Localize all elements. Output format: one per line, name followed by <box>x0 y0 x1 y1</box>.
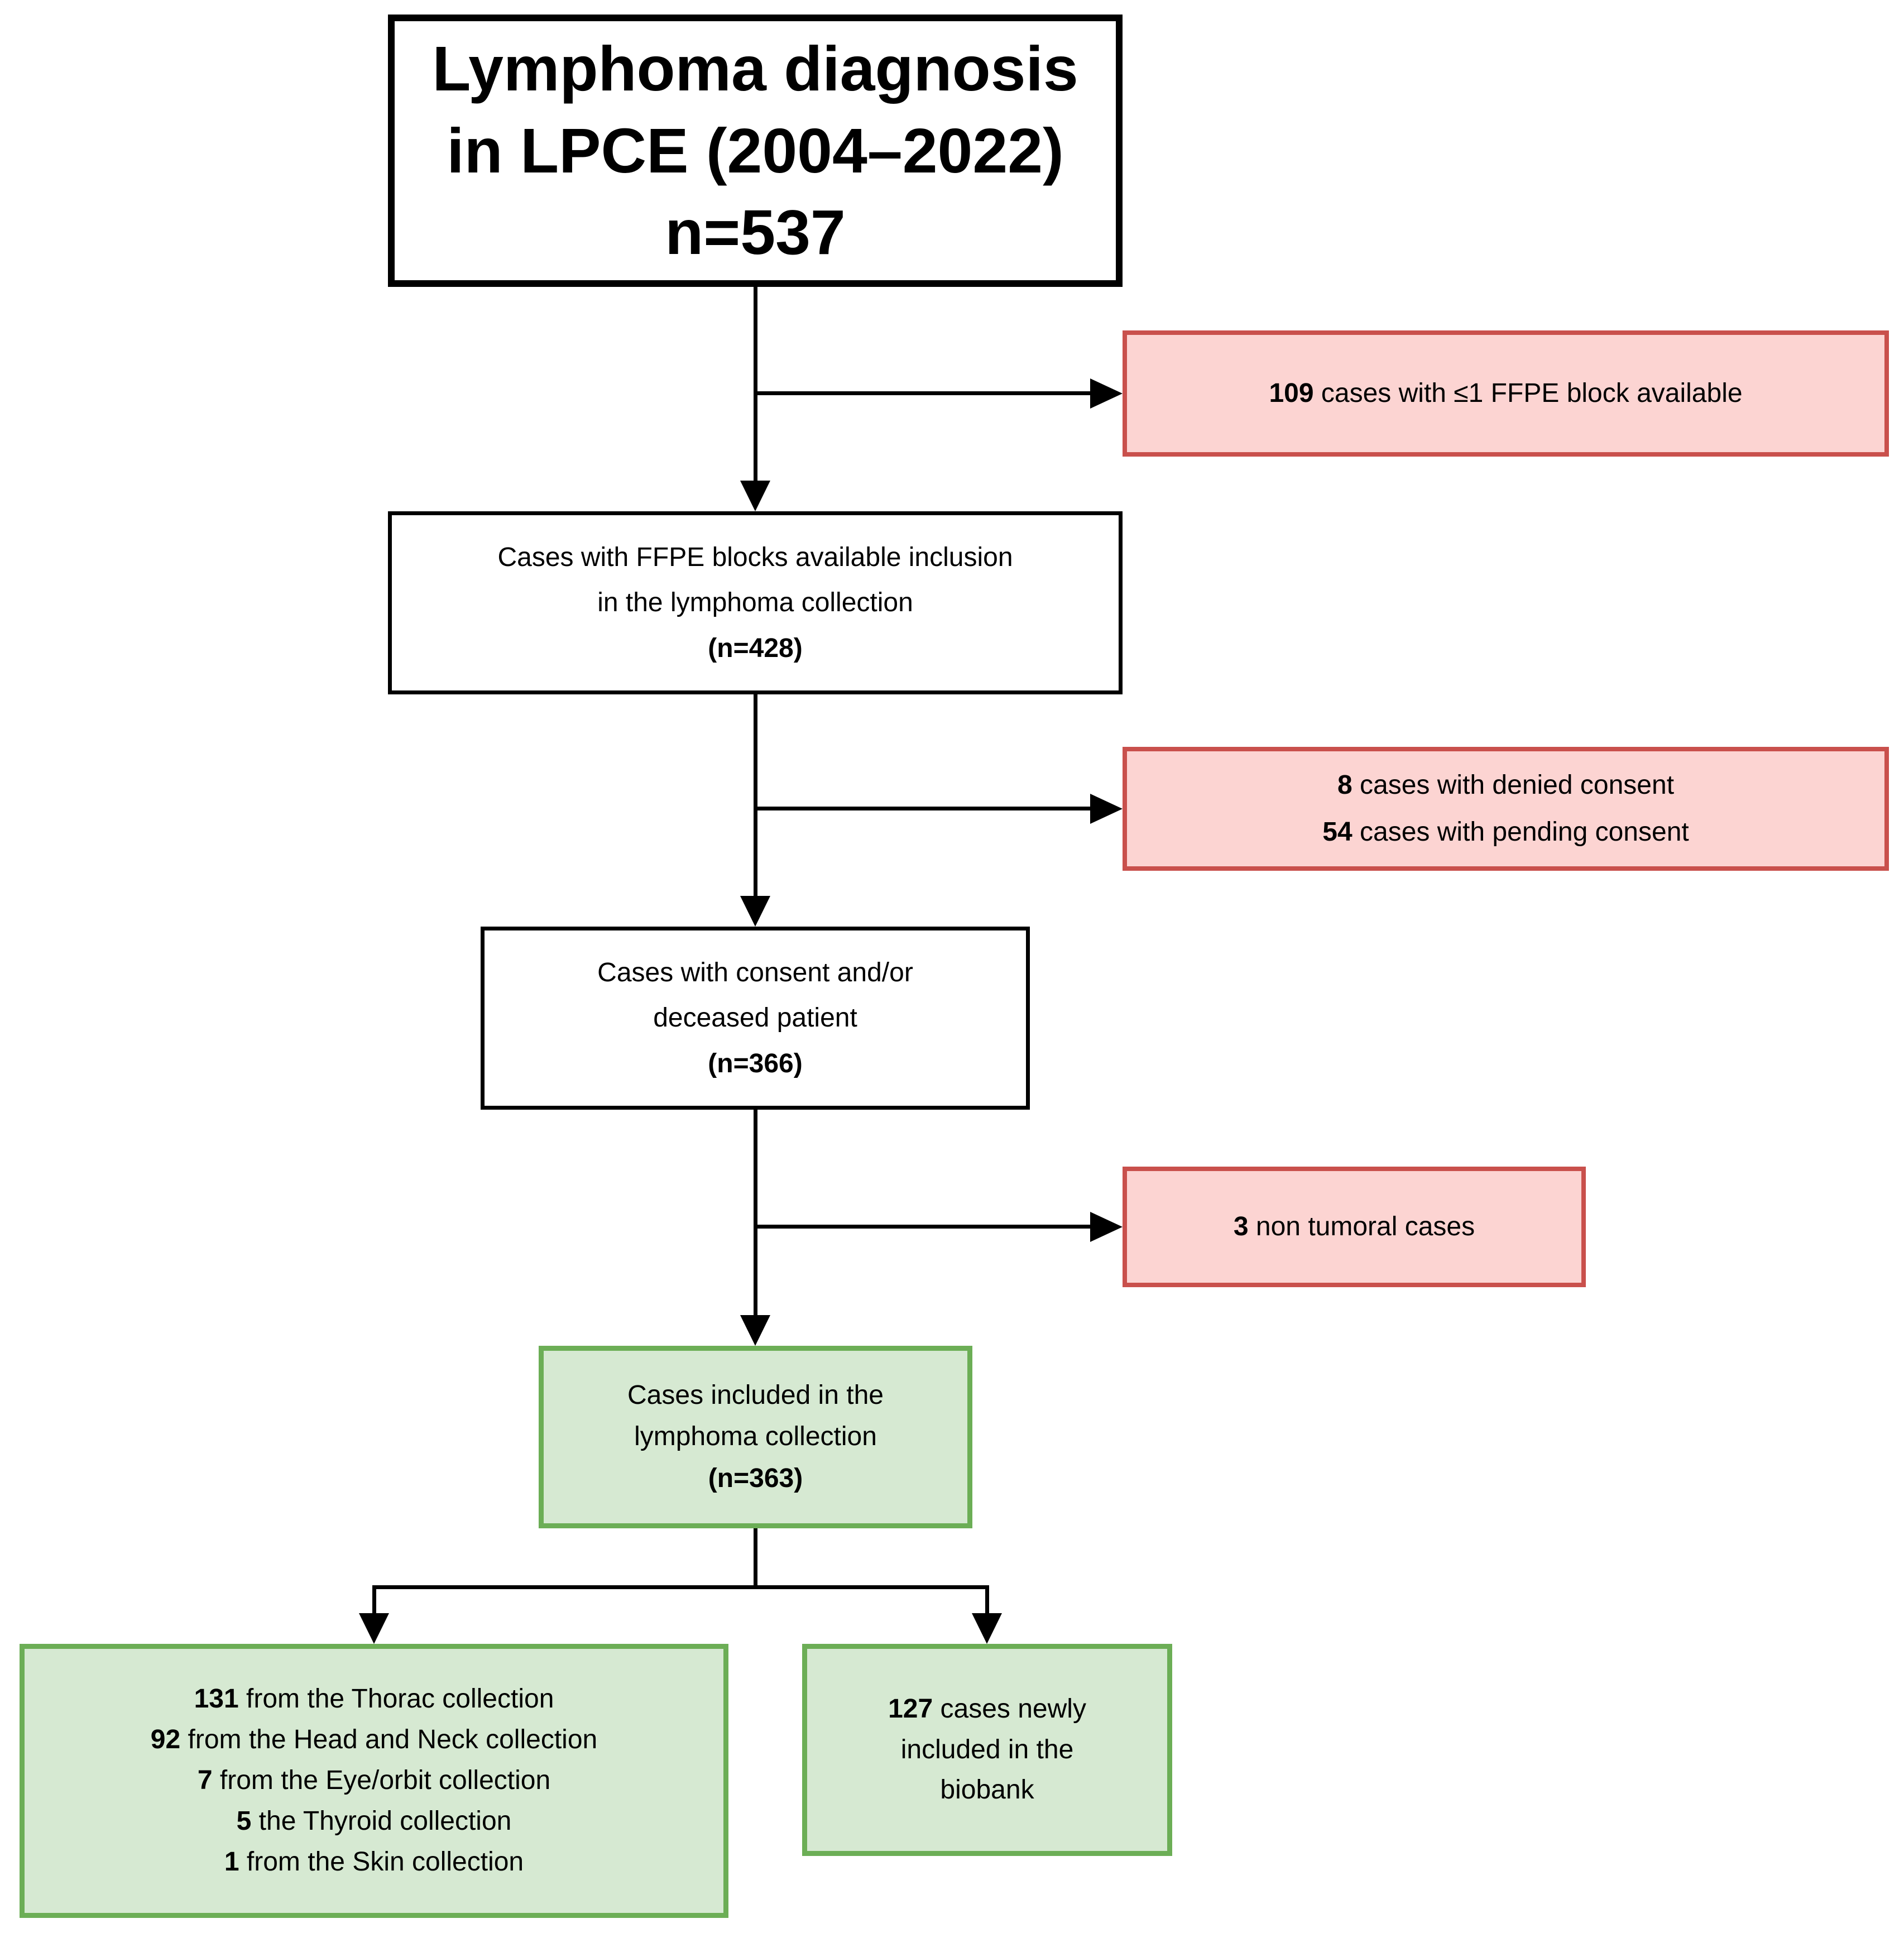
excluded-ffpe-line: 109 cases with ≤1 FFPE block available <box>1269 371 1742 416</box>
biobank-line-3: biobank <box>940 1775 1034 1805</box>
arrowhead-down-icon <box>740 481 770 511</box>
included-box: Cases included in the lymphoma collectio… <box>539 1346 972 1528</box>
consent-box: Cases with consent and/or deceased patie… <box>481 927 1030 1110</box>
consent-line-2: deceased patient <box>653 1003 857 1033</box>
connector-title-to-ffpe <box>754 287 757 481</box>
collection-skin: 1 from the Skin collection <box>224 1846 524 1877</box>
included-count: (n=363) <box>708 1463 803 1493</box>
excluded-consent-box: 8 cases with denied consent 54 cases wit… <box>1123 747 1889 871</box>
ffpe-available-box: Cases with FFPE blocks available inclusi… <box>388 511 1123 694</box>
excluded-ffpe-box: 109 cases with ≤1 FFPE block available <box>1123 330 1889 457</box>
pending-consent-count: 54 <box>1322 817 1353 847</box>
denied-consent-line: 8 cases with denied consent <box>1337 762 1674 809</box>
connector-consent-to-included <box>754 1110 757 1315</box>
consent-line-1: Cases with consent and/or <box>597 957 913 987</box>
ffpe-line-1: Cases with FFPE blocks available inclusi… <box>497 542 1013 572</box>
connector-branch-exclusion-tumoral <box>755 1225 1090 1229</box>
ffpe-count: (n=428) <box>708 633 803 663</box>
excluded-ffpe-text: cases with ≤1 FFPE block available <box>1313 378 1743 409</box>
tumoral-line: 3 non tumoral cases <box>1234 1204 1475 1250</box>
arrowhead-down-icon <box>359 1613 389 1644</box>
included-line-2: lymphoma collection <box>634 1422 877 1452</box>
connector-branch-exclusion-ffpe <box>755 391 1090 395</box>
arrowhead-down-icon <box>740 1315 770 1346</box>
pending-consent-line: 54 cases with pending consent <box>1322 809 1689 856</box>
excluded-ffpe-count: 109 <box>1269 378 1314 409</box>
collection-thorac: 131 from the Thorac collection <box>194 1684 554 1714</box>
biobank-box: 127 cases newly included in the biobank <box>802 1644 1172 1856</box>
denied-consent-text: cases with denied consent <box>1352 770 1675 800</box>
biobank-line-1: 127 cases newly <box>888 1694 1086 1724</box>
pending-consent-text: cases with pending consent <box>1352 817 1689 847</box>
connector-split-horizontal <box>372 1585 989 1589</box>
collection-head-neck: 92 from the Head and Neck collection <box>150 1725 598 1755</box>
arrowhead-down-icon <box>972 1613 1002 1644</box>
collection-thyroid: 5 the Thyroid collection <box>236 1806 512 1836</box>
arrowhead-right-icon <box>1090 794 1123 824</box>
connector-split-right <box>985 1585 989 1614</box>
connector-branch-exclusion-consent <box>755 807 1090 810</box>
arrowhead-down-icon <box>740 896 770 927</box>
biobank-line-2: included in the <box>900 1734 1074 1764</box>
title-box: Lymphoma diagnosis in LPCE (2004–2022) n… <box>388 15 1123 287</box>
title-line-2: in LPCE (2004–2022) <box>447 115 1064 186</box>
arrowhead-right-icon <box>1090 378 1123 409</box>
collections-box: 131 from the Thorac collection 92 from t… <box>20 1644 728 1918</box>
connector-split-left <box>372 1585 376 1614</box>
denied-consent-count: 8 <box>1337 770 1353 800</box>
ffpe-line-2: in the lymphoma collection <box>597 588 913 618</box>
excluded-tumoral-box: 3 non tumoral cases <box>1123 1167 1586 1287</box>
title-line-1: Lymphoma diagnosis <box>432 33 1078 104</box>
title-line-3: n=537 <box>665 197 846 268</box>
tumoral-count: 3 <box>1233 1212 1249 1242</box>
included-line-1: Cases included in the <box>627 1380 884 1410</box>
arrowhead-right-icon <box>1090 1212 1123 1242</box>
connector-included-stub <box>754 1528 757 1589</box>
consent-count: (n=366) <box>708 1048 803 1078</box>
tumoral-text: non tumoral cases <box>1248 1212 1475 1242</box>
connector-ffpe-to-consent <box>754 694 757 896</box>
collection-eye-orbit: 7 from the Eye/orbit collection <box>197 1766 551 1796</box>
biobank-count: 127 <box>888 1694 933 1724</box>
